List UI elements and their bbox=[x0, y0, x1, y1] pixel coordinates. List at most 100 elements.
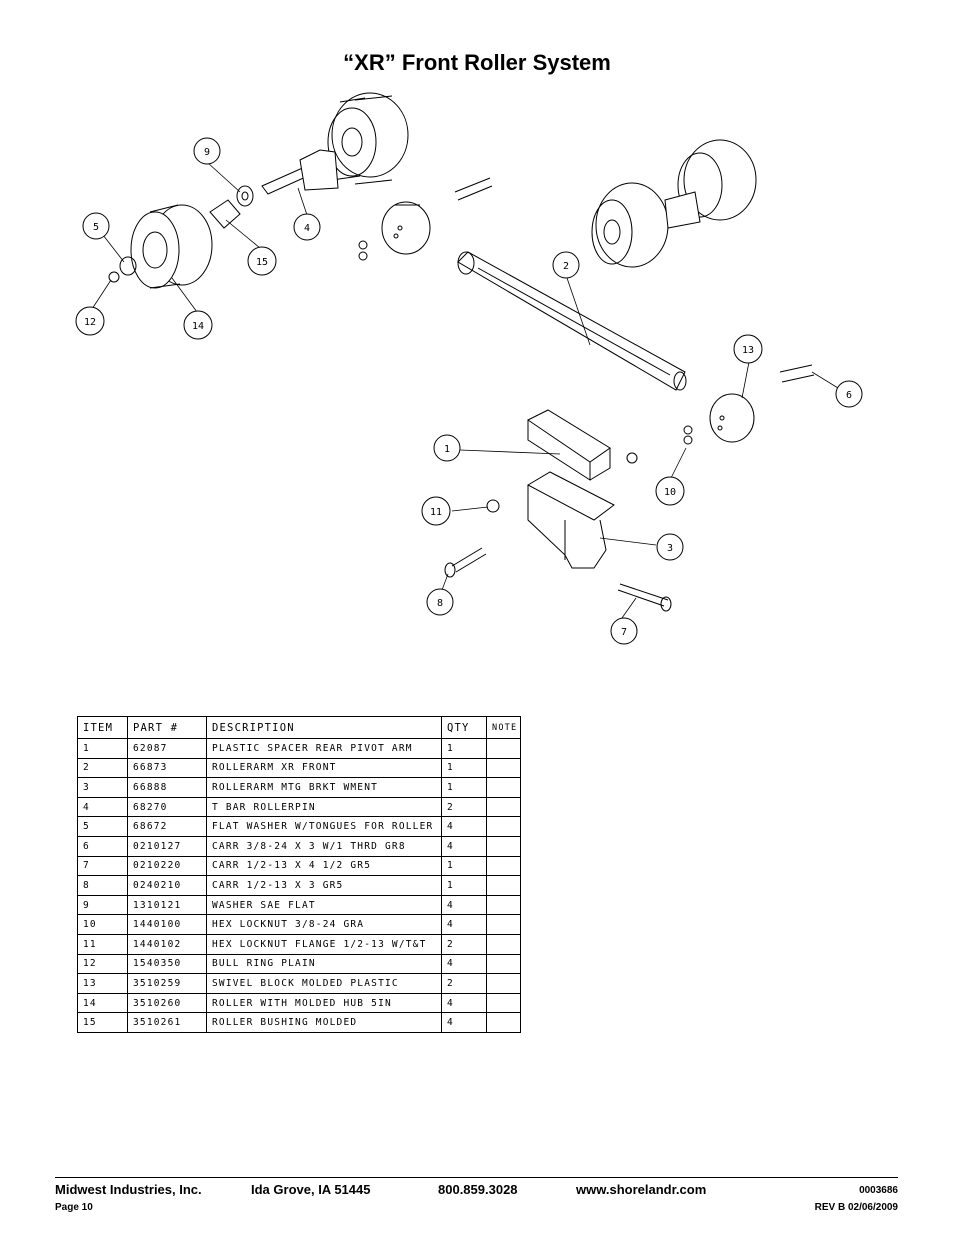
footer-phone: 800.859.3028 bbox=[438, 1182, 518, 1197]
swivel-block-lower bbox=[709, 393, 755, 443]
cell-note bbox=[486, 953, 521, 975]
cell-description: HEX LOCKNUT FLANGE 1/2-13 W/T&T bbox=[206, 933, 442, 955]
cell-qty: 4 bbox=[441, 835, 487, 857]
header-note: NOTE bbox=[486, 716, 521, 739]
svg-text:11: 11 bbox=[430, 507, 442, 518]
callout-7: 7 bbox=[610, 617, 638, 645]
cell-note bbox=[486, 738, 521, 759]
callout-3: 3 bbox=[656, 533, 684, 561]
exploded-parts-diagram: 9 4 15 5 12 14 2 13 6 1 10 11 3 8 7 bbox=[75, 92, 863, 645]
footer-doc-number: 0003686 bbox=[859, 1185, 898, 1196]
cell-item: 15 bbox=[77, 1012, 128, 1033]
cell-item: 7 bbox=[77, 855, 128, 877]
cell-qty: 4 bbox=[441, 953, 487, 975]
cell-note bbox=[486, 973, 521, 994]
cell-item: 1 bbox=[77, 738, 128, 759]
cell-description: ROLLER BUSHING MOLDED bbox=[206, 1012, 442, 1033]
cell-note bbox=[486, 1012, 521, 1033]
cell-part: 3510261 bbox=[127, 1012, 207, 1033]
svg-text:13: 13 bbox=[742, 345, 754, 356]
callout-11: 11 bbox=[421, 496, 451, 526]
cell-item: 5 bbox=[77, 816, 128, 837]
cell-qty: 4 bbox=[441, 816, 487, 837]
cell-item: 13 bbox=[77, 973, 128, 994]
svg-text:9: 9 bbox=[204, 147, 210, 158]
cell-description: BULL RING PLAIN bbox=[206, 953, 442, 975]
svg-text:10: 10 bbox=[664, 487, 676, 498]
cell-part: 68270 bbox=[127, 796, 207, 818]
header-item: ITEM bbox=[77, 716, 128, 739]
cell-item: 3 bbox=[77, 777, 128, 798]
cell-part: 0210220 bbox=[127, 855, 207, 877]
callout-8: 8 bbox=[426, 588, 454, 616]
cell-item: 9 bbox=[77, 894, 128, 916]
callout-10: 10 bbox=[655, 476, 685, 506]
callout-14: 14 bbox=[183, 310, 213, 340]
cell-note bbox=[486, 914, 521, 935]
footer-city: Ida Grove, IA 51445 bbox=[251, 1182, 371, 1197]
right-roller-assembly bbox=[591, 139, 757, 268]
cell-qty: 4 bbox=[441, 992, 487, 1014]
cell-description: WASHER SAE FLAT bbox=[206, 894, 442, 916]
cell-description: CARR 1/2-13 X 3 GR5 bbox=[206, 875, 442, 896]
cell-part: 0240210 bbox=[127, 875, 207, 896]
svg-text:3: 3 bbox=[667, 543, 673, 554]
callout-1: 1 bbox=[433, 434, 461, 462]
cell-note bbox=[486, 816, 521, 837]
cell-qty: 4 bbox=[441, 914, 487, 935]
cell-description: CARR 1/2-13 X 4 1/2 GR5 bbox=[206, 855, 442, 877]
cell-description: ROLLER WITH MOLDED HUB 5IN bbox=[206, 992, 442, 1014]
cell-item: 12 bbox=[77, 953, 128, 975]
cell-part: 62087 bbox=[127, 738, 207, 759]
cell-part: 0210127 bbox=[127, 835, 207, 857]
svg-text:1: 1 bbox=[444, 444, 450, 455]
swivel-block-upper bbox=[381, 201, 431, 255]
upper-roller-assembly bbox=[261, 92, 409, 195]
cell-note bbox=[486, 796, 521, 818]
svg-text:6: 6 bbox=[846, 390, 852, 401]
cell-part: 1440102 bbox=[127, 933, 207, 955]
svg-text:4: 4 bbox=[304, 223, 310, 234]
cell-qty: 1 bbox=[441, 738, 487, 759]
cell-note bbox=[486, 933, 521, 955]
footer-page: Page 10 bbox=[55, 1202, 93, 1213]
cell-part: 66873 bbox=[127, 757, 207, 779]
cell-part: 66888 bbox=[127, 777, 207, 798]
svg-text:14: 14 bbox=[192, 321, 204, 332]
callout-15: 15 bbox=[247, 246, 277, 276]
svg-text:5: 5 bbox=[93, 222, 99, 233]
cell-description: HEX LOCKNUT 3/8-24 GRA bbox=[206, 914, 442, 935]
svg-text:2: 2 bbox=[563, 261, 569, 272]
header-description: DESCRIPTION bbox=[206, 716, 442, 739]
cell-note bbox=[486, 875, 521, 896]
cell-description: SWIVEL BLOCK MOLDED PLASTIC bbox=[206, 973, 442, 994]
svg-text:12: 12 bbox=[84, 317, 96, 328]
cell-part: 68672 bbox=[127, 816, 207, 837]
footer-revision: REV B 02/06/2009 bbox=[814, 1202, 898, 1213]
cell-part: 1440100 bbox=[127, 914, 207, 935]
roller-14 bbox=[130, 204, 213, 289]
cell-part: 3510259 bbox=[127, 973, 207, 994]
svg-text:8: 8 bbox=[437, 598, 443, 609]
cell-qty: 2 bbox=[441, 973, 487, 994]
cell-note bbox=[486, 835, 521, 857]
washer-5 bbox=[119, 256, 137, 276]
cell-qty: 1 bbox=[441, 875, 487, 896]
callout-13: 13 bbox=[733, 334, 763, 364]
cell-qty: 1 bbox=[441, 757, 487, 779]
footer-website: www.shorelandr.com bbox=[576, 1182, 707, 1197]
cell-qty: 1 bbox=[441, 777, 487, 798]
callout-12: 12 bbox=[75, 306, 105, 336]
cell-item: 10 bbox=[77, 914, 128, 935]
mtg-bracket-3 bbox=[526, 471, 615, 569]
cell-note bbox=[486, 757, 521, 779]
